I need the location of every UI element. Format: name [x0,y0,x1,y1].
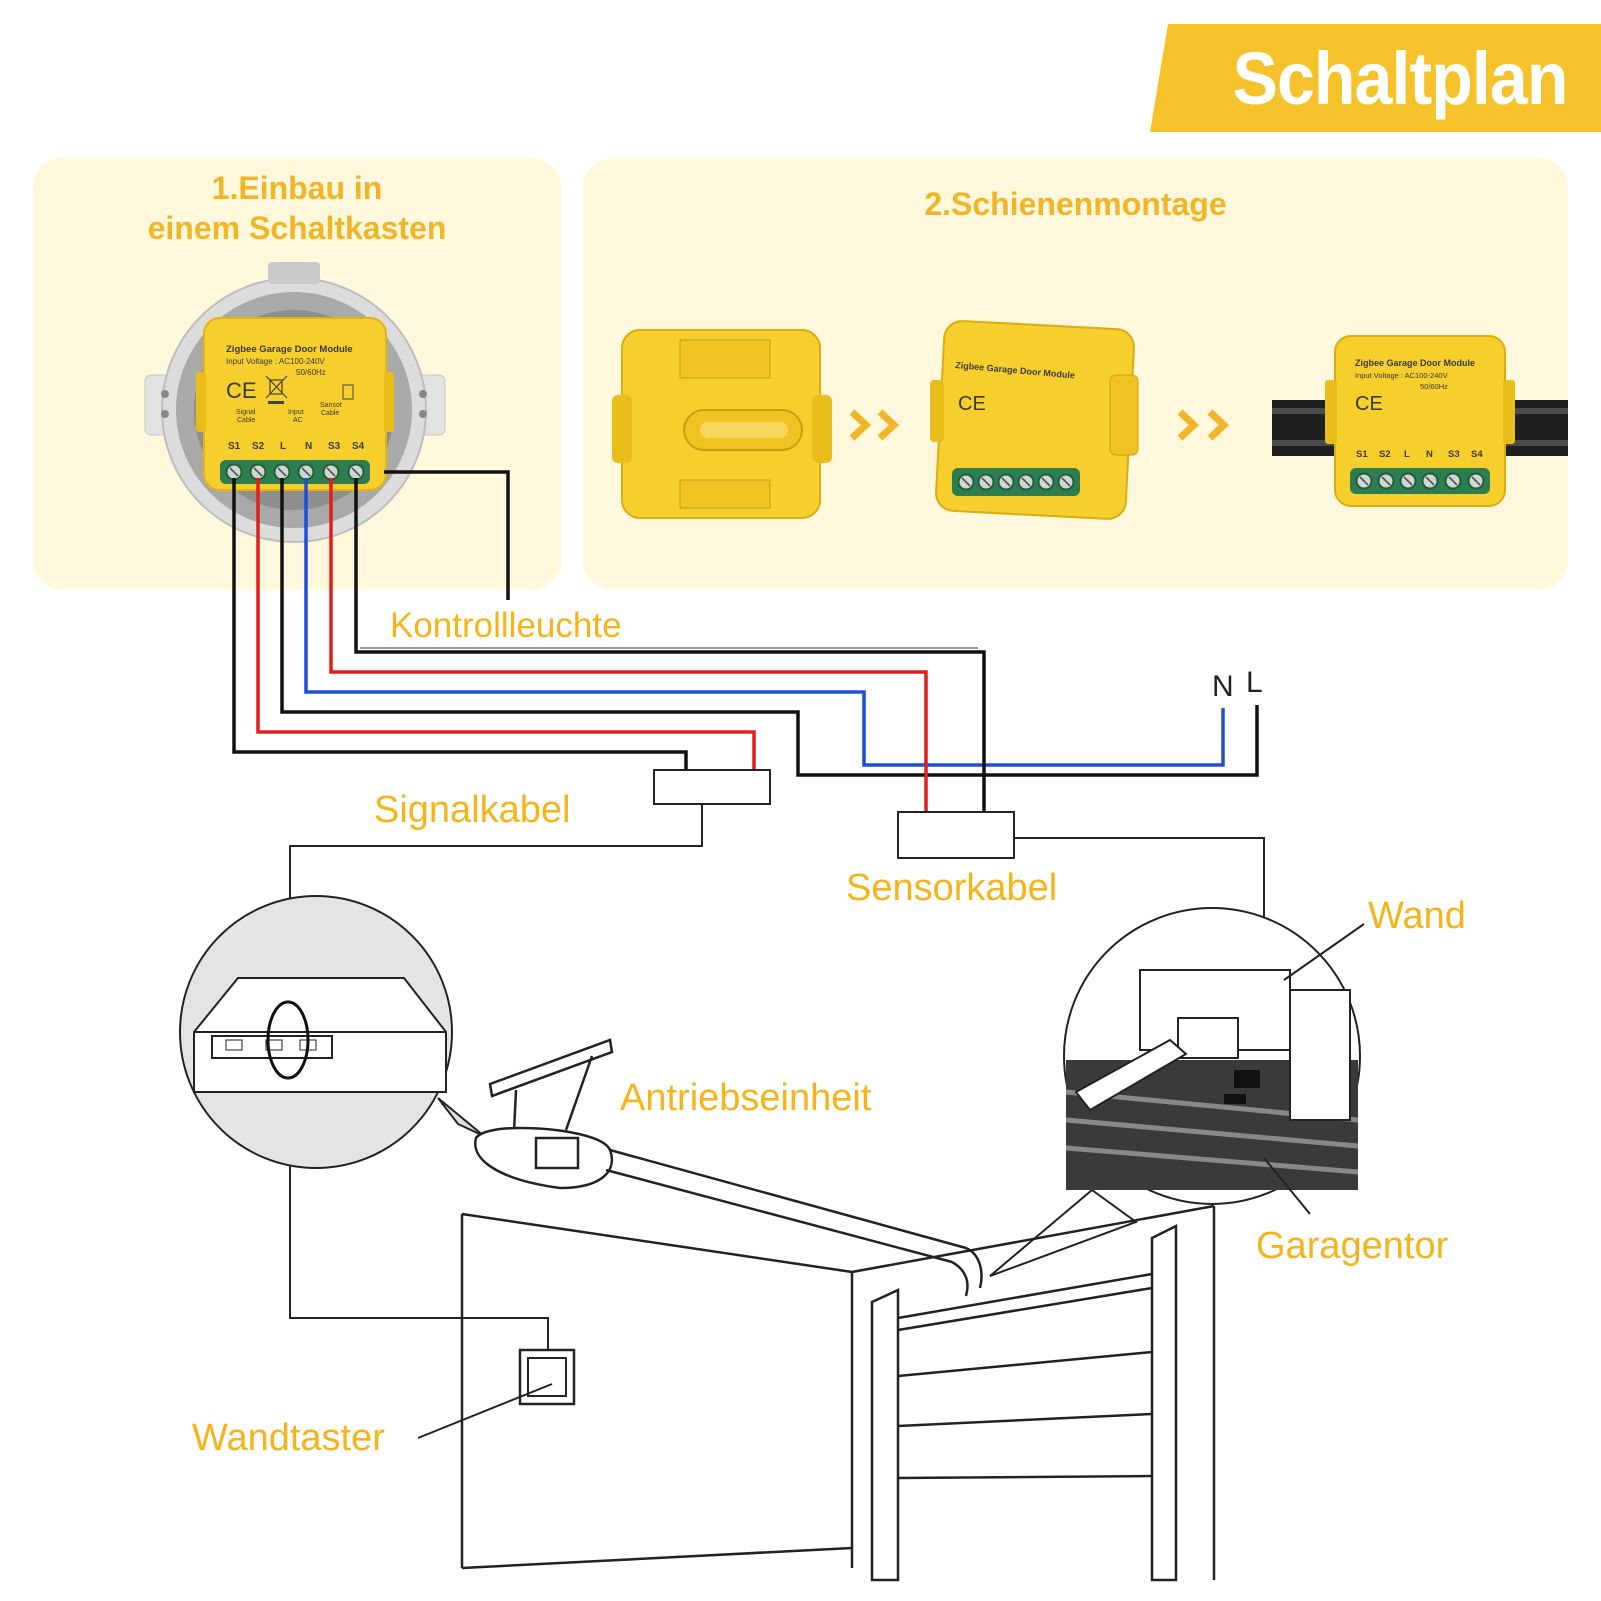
wires [232,470,1259,812]
wire-s2-red [256,478,756,770]
arrow-right-double-icon [849,409,900,441]
banner-shape [1150,24,1601,132]
signal-cable-text-2: Cable [237,417,255,424]
wire-l-black [280,478,1259,777]
neutral-label: N [1212,670,1234,703]
mounted-ce-mark-icon: CE [1355,393,1383,415]
rail-module-mounted: Zigbee Garage Door Module Input Voltage … [1325,335,1515,507]
wand-label: Wand [1368,895,1466,937]
title-banner: Schaltplan [1150,24,1601,132]
sensor-cable-text-2: Cable [321,410,339,417]
module-voltage: Input Voltage : AC100-240V [226,357,325,366]
mounted-module-voltage: Input Voltage : AC100-240V [1355,371,1448,380]
panel-1-title: 1.Einbau in einem Schaltkasten [33,168,561,248]
antriebseinheit-label: Antriebseinheit [620,1077,872,1119]
garagentor-pointer [1263,1157,1311,1215]
drive-unit-zoom [179,895,485,1169]
mounted-terminal-s2: S2 [1379,449,1391,460]
rail-module-angled: Zigbee Garage Door Module CE [930,320,1139,520]
module-frequency: 50/60Hz [296,368,326,377]
wall-switch [518,1348,576,1406]
panel-1-title-line1: 1.Einbau in [211,170,383,206]
terminal-label-n: N [305,441,312,452]
wand-pointer [1283,923,1365,981]
input-ac-text-2: AC [293,417,303,424]
garagentor-label: Garagentor [1256,1225,1449,1267]
wheelie-bin-icon [265,375,288,404]
panel-2-title: 2.Schienenmontage [924,186,1227,222]
module-name: Zigbee Garage Door Module [226,344,353,355]
mounted-terminal-s4: S4 [1471,449,1483,460]
terminal-label-s1: S1 [228,441,241,452]
garage-outline [460,1204,1216,1582]
wire-indicator [384,470,510,600]
rail-clip-back [612,329,832,519]
angled-ce-mark-icon: CE [958,393,986,415]
wire-s4-black [354,478,986,812]
ce-mark-icon: CE [226,378,257,403]
arrow-right-double-icon [1177,409,1230,441]
signal-cable-text-1: Signal [236,409,256,416]
kontrollleuchte-label: Kontrollleuchte [390,606,622,645]
mounted-module-name: Zigbee Garage Door Module [1355,358,1475,368]
live-label: L [1246,666,1263,699]
wire-s3-red [329,478,928,812]
terminal-label-s4: S4 [352,441,365,452]
drive-unit [474,1038,983,1297]
panel-1-title-line2: einem Schaltkasten [147,210,447,246]
mounted-terminal-l: L [1404,449,1410,460]
terminal-label-s3: S3 [328,441,341,452]
mounted-terminal-s3: S3 [1448,449,1460,460]
wire-n-blue [304,478,1225,767]
wire-s1-black [232,478,688,770]
sensor-zoom [989,907,1361,1277]
mounted-module-frequency: 50/60Hz [1420,382,1448,391]
sensor-cable-junction [897,811,1015,859]
mounted-terminal-s1: S1 [1356,449,1368,460]
terminal-label-l: L [280,441,286,452]
garage-module-main: Zigbee Garage Door Module Input Voltage … [196,317,394,491]
wandtaster-pointer [417,1383,553,1439]
page-title: Schaltplan [1232,37,1568,120]
signalkabel-label: Signalkabel [374,789,571,831]
signal-cable-junction [653,769,771,805]
sensor-cable-text-1: Sansot [320,402,342,409]
terminal-label-s2: S2 [252,441,265,452]
mounted-terminal-n: N [1426,449,1433,460]
input-ac-text-1: Input [288,409,304,416]
wandtaster-label: Wandtaster [192,1417,385,1459]
sensorkabel-label: Sensorkabel [846,867,1058,909]
